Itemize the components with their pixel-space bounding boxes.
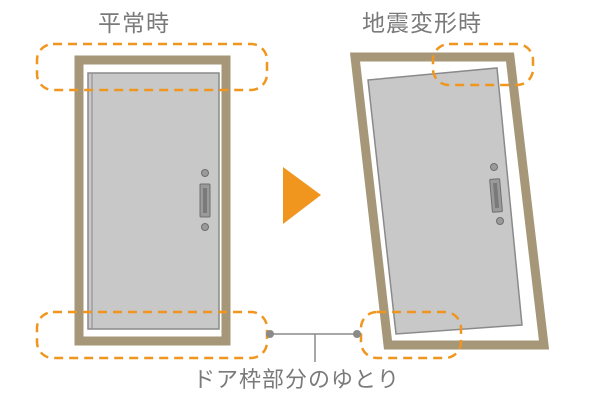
- label-door-frame-clearance: ドア枠部分のゆとり: [193, 368, 401, 393]
- door-handle-icon: [489, 163, 504, 225]
- caption-connector: [266, 330, 361, 362]
- highlight-top-normal: [35, 42, 269, 92]
- door-handle-icon: [199, 169, 211, 231]
- door-panel-normal: [87, 72, 220, 330]
- highlight-top-earthquake: [431, 42, 535, 87]
- door-normal: [35, 42, 269, 360]
- triangle-right-icon: [283, 167, 321, 224]
- door-panel-earthquake: [367, 67, 523, 335]
- label-earthquake: 地震変形時: [362, 11, 482, 37]
- label-normal: 平常時: [98, 11, 170, 37]
- door-frame-earthquake: [349, 52, 550, 350]
- highlight-bottom-earthquake: [359, 310, 463, 360]
- door-frame-normal: [74, 55, 231, 346]
- door-earthquake: [349, 42, 550, 360]
